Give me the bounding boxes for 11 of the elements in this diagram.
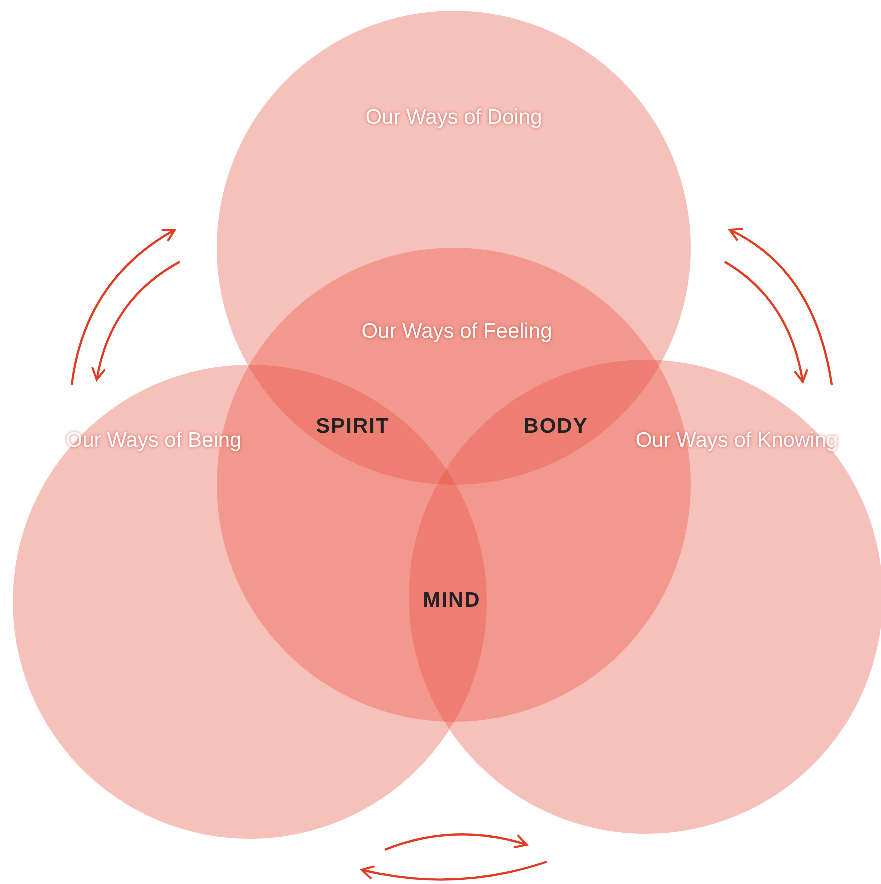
curved-arrow xyxy=(70,228,176,386)
region-label: MIND xyxy=(423,589,481,613)
curved-arrow xyxy=(724,261,808,384)
circle-label: Our Ways of Feeling xyxy=(362,320,552,344)
region-label: BODY xyxy=(524,415,588,439)
curved-arrow xyxy=(384,834,528,852)
curved-arrow xyxy=(360,860,548,881)
region-label: SPIRIT xyxy=(316,415,390,439)
circle-label: Our Ways of Doing xyxy=(366,106,542,130)
curved-arrow xyxy=(92,261,181,382)
curved-arrow xyxy=(728,228,834,386)
